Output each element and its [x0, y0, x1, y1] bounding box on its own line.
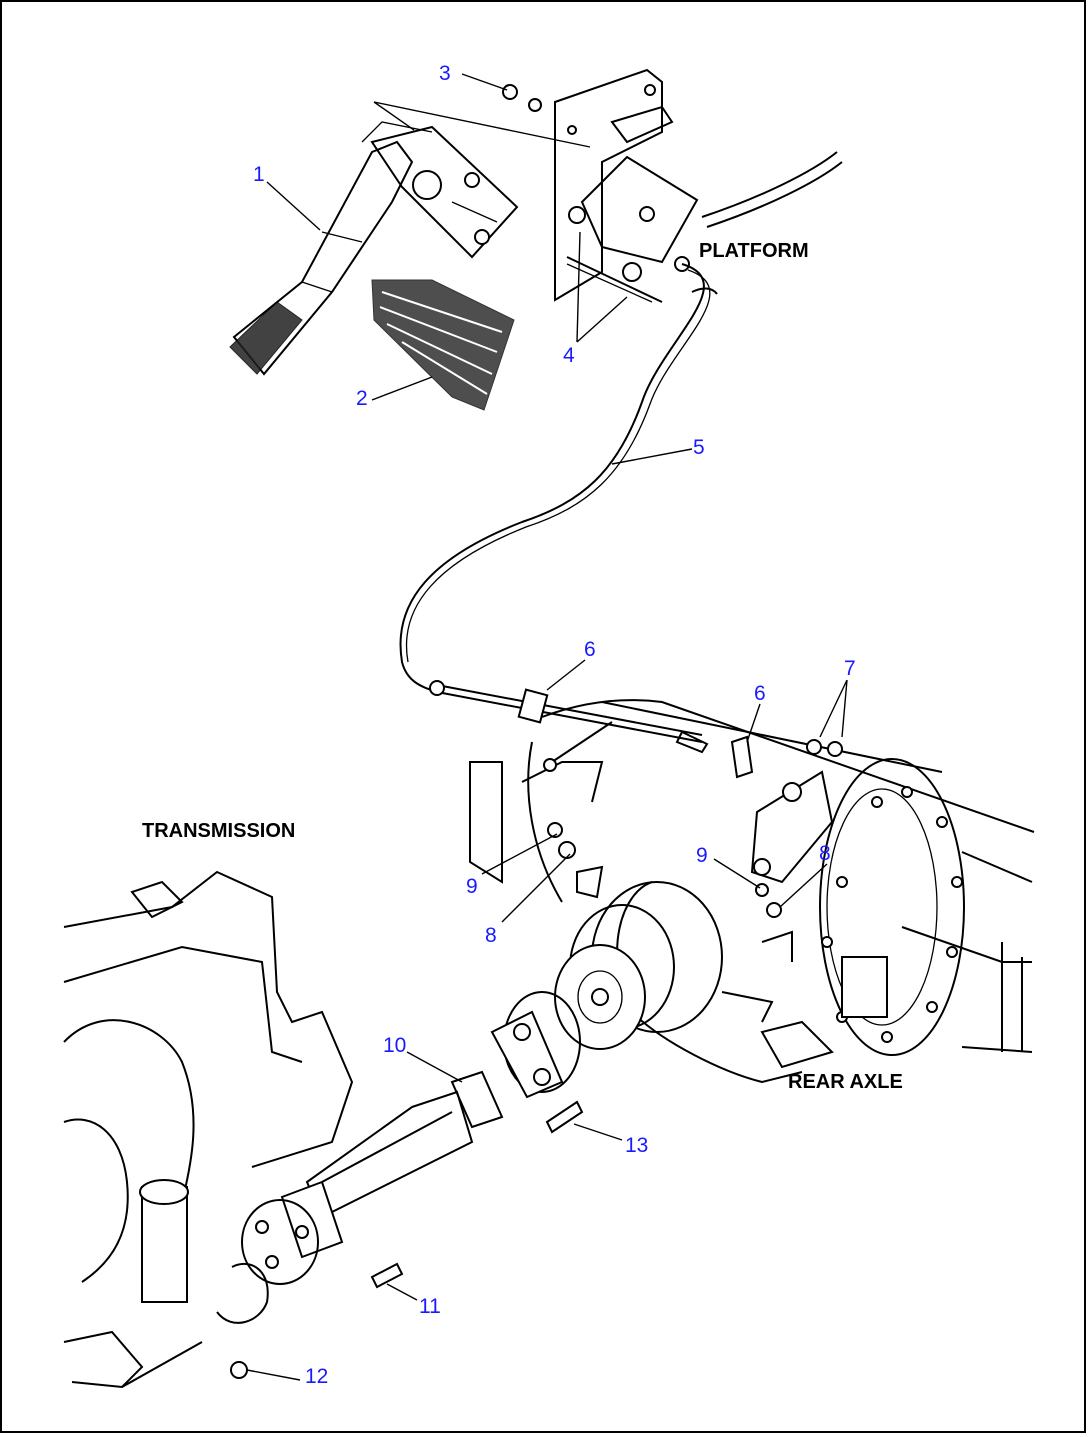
part-number-5: 5 [693, 436, 705, 459]
part-number-6-pin: 6 [754, 682, 766, 705]
part-number-2: 2 [356, 387, 368, 410]
part-number-9-right: 9 [696, 844, 708, 867]
rear-axle-housing [469, 699, 1035, 1084]
brake-lever [229, 121, 519, 376]
part-number-3: 3 [439, 62, 451, 85]
part-number-8-right: 8 [819, 842, 831, 865]
rubber-boot [371, 279, 515, 411]
part-number-10: 10 [383, 1034, 406, 1057]
transmission-housing [63, 870, 354, 1389]
leader-lines [246, 73, 848, 1381]
part-number-6-cable-end: 6 [584, 638, 596, 661]
rear-axle-label: REAR AXLE [788, 1071, 903, 1093]
part-number-4: 4 [563, 344, 575, 367]
transmission-label: TRANSMISSION [142, 820, 295, 842]
brake-cable [399, 151, 843, 754]
platform-label: PLATFORM [699, 240, 809, 262]
part-number-7: 7 [844, 657, 856, 680]
part-number-9-left: 9 [466, 875, 478, 898]
part-number-13: 13 [625, 1134, 648, 1157]
part-number-12: 12 [305, 1365, 328, 1388]
drive-shaft [241, 991, 584, 1289]
axle-flange [554, 881, 723, 1050]
mount-bracket [502, 68, 699, 303]
part-number-1: 1 [253, 163, 265, 186]
part-number-11: 11 [419, 1295, 441, 1318]
part-number-8-left: 8 [485, 924, 497, 947]
